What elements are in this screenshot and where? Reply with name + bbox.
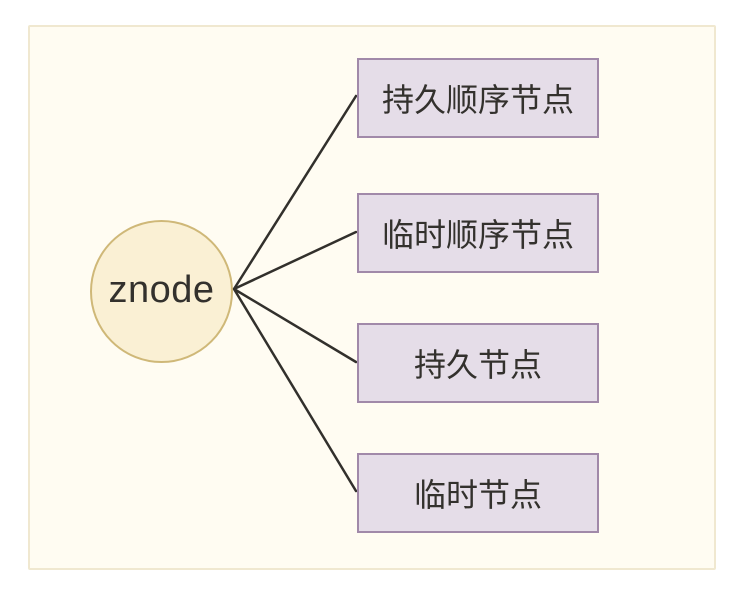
node-persistent: 持久节点 [357, 323, 599, 403]
node-ephemeral: 临时节点 [357, 453, 599, 533]
node-label: 临时顺序节点 [381, 217, 574, 253]
node-label: 持久顺序节点 [381, 82, 574, 118]
node-ephemeral-sequential: 临时顺序节点 [357, 193, 599, 273]
node-label: 临时节点 [413, 477, 542, 513]
node-label: 持久节点 [413, 347, 542, 383]
node-persistent-sequential: 持久顺序节点 [357, 58, 599, 138]
znode-label: znode [108, 269, 215, 311]
znode-circle: znode [90, 220, 233, 363]
